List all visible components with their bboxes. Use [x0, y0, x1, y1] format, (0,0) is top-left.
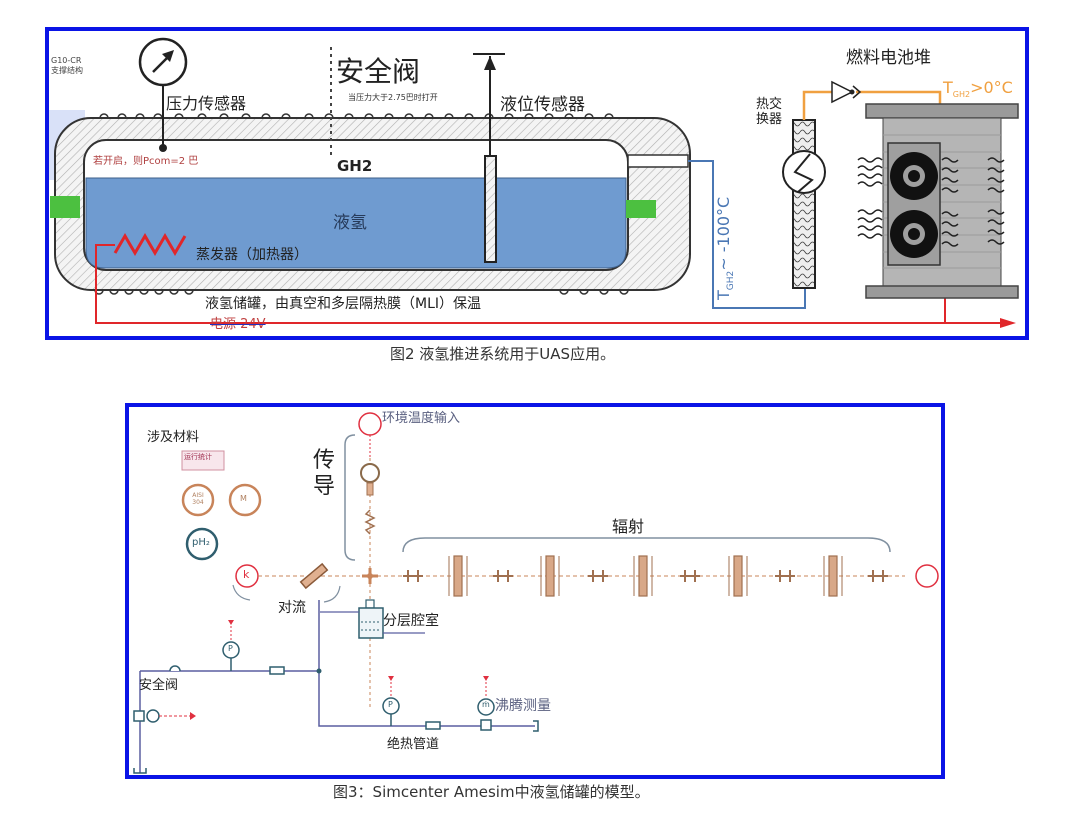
pipe-element-1 [269, 666, 285, 675]
power-label: 电源 24V [210, 317, 266, 332]
radiation-chain [403, 555, 888, 597]
support-label: G10-CR 支撑结构 [51, 56, 83, 76]
pressure-sensor-1-label: P [228, 644, 233, 653]
pipe-element-2 [425, 721, 441, 730]
gas-label: GH2 [337, 157, 373, 175]
heat-flow-arrows [857, 157, 1005, 247]
boiling-label: 沸腾测量 [495, 698, 551, 714]
warm-temp-value: >0°C [970, 78, 1013, 97]
conduction-label: 传 导 [313, 448, 335, 500]
level-sensor-label: 液位传感器 [500, 95, 585, 115]
cold-temp-sub: GH2 [726, 270, 737, 291]
stratified-chamber-label: 分层腔室 [383, 613, 439, 629]
cooling-fan-icon-2 [890, 210, 938, 258]
warm-gh2-line [802, 90, 942, 120]
check-valve-icon [831, 80, 854, 104]
safety-valve-note: 当压力大于2.75巴时打开 [348, 93, 438, 102]
aisi-line2: 304 [192, 499, 204, 506]
radiation-plate-5 [828, 555, 838, 597]
heat-exchanger-label-2: 换器 [756, 112, 783, 127]
cold-temp-value: ~ -100°C [714, 196, 733, 271]
radiation-label: 辐射 [612, 517, 645, 536]
evaporator-heater-icon [113, 233, 187, 256]
figure-3-caption: 图3：Simcenter Amesim中液氢储罐的模型。 [333, 783, 650, 801]
convection-bracket [232, 584, 341, 603]
k-source-label: k [243, 568, 250, 581]
convection-label: 对流 [278, 600, 306, 616]
mass-flow-sensor-icon [477, 698, 495, 716]
power-line [95, 244, 1010, 324]
material-ph2-label: pH₂ [192, 537, 210, 548]
cold-temp-label: TGH2~ -100°C [714, 197, 736, 300]
figure-2-caption: 图2 液氢推进系统用于UAS应用。 [390, 345, 616, 363]
mass-flow-sensor-label: ṁ [482, 700, 490, 709]
figure-2-drawing [45, 27, 1029, 340]
run-statistics-label: 运行统计 [184, 453, 212, 461]
radiation-plate-2 [545, 555, 555, 597]
figure-3-drawing [125, 403, 945, 779]
heat-exchanger [792, 119, 816, 289]
figure-3: 涉及材料 运行统计 AISI 304 M pH₂ k 环境温度输入 传 导 辐射… [0, 390, 1080, 816]
radiation-plate-4 [733, 555, 743, 597]
conduction-bracket [344, 434, 356, 561]
figure-3-frame [125, 403, 945, 779]
support-flange-left [50, 196, 80, 218]
evaporator-label: 蒸发器（加热器） [196, 247, 308, 263]
thermal-sensor-icon [360, 463, 380, 483]
level-sensor-probe [484, 155, 497, 263]
liquid-label: 液氢 [333, 213, 367, 233]
stratified-chamber-icon [358, 607, 384, 639]
conduction-label-1: 传 [313, 448, 336, 473]
outlet-pipe [627, 154, 689, 168]
fuel-cell-label: 燃料电池堆 [846, 48, 931, 68]
aisi-line1: AISI [192, 492, 204, 499]
heat-exchanger-label: 热交 换器 [756, 97, 782, 127]
warm-temp-label: TGH2>0°C [943, 78, 1013, 99]
heat-exchanger-label-1: 热交 [756, 97, 783, 112]
warm-temp-t: T [943, 78, 953, 97]
cooling-fan-icon-1 [890, 152, 938, 200]
material-aisi304-icon [181, 483, 215, 517]
mli-bumps-top [99, 113, 614, 119]
run-statistics-icon [181, 450, 225, 471]
conduction-resistor-icon [364, 509, 376, 535]
pressure-sensor-label: 压力传感器 [166, 94, 247, 113]
material-m-icon [228, 483, 262, 517]
pressure-sensor-2-label: P [388, 700, 393, 709]
safety-valve-label-fig3: 安全阀 [139, 678, 179, 693]
tank-label: 液氢储罐，由真空和多层隔热膜（MLI）保温 [205, 296, 482, 312]
pcom-note: 若开启，则Pcom=2 巴 [93, 156, 199, 167]
radiation-bracket [402, 537, 891, 553]
warm-temp-sub: GH2 [952, 90, 971, 100]
ambient-temp-source-icon [358, 412, 382, 436]
material-ph2-icon [185, 527, 219, 561]
flow-source-icon [146, 709, 160, 723]
ambient-input-label: 环境温度输入 [382, 411, 461, 426]
cold-temp-t: T [714, 290, 733, 300]
safety-valve-label: 安全阀 [336, 55, 421, 88]
support-label-line1: G10-CR [51, 56, 82, 65]
convection-element-icon [299, 562, 329, 590]
support-label-line2: 支撑结构 [51, 66, 83, 75]
material-aisi304-label: AISI 304 [189, 492, 207, 506]
safety-valve-icon [169, 665, 181, 672]
material-m-label: M [240, 494, 247, 503]
pipe-end-cap [533, 720, 539, 732]
valve-box-icon [133, 710, 145, 722]
support-flange-right [626, 200, 656, 218]
insulated-pipe-label: 绝热管道 [387, 737, 440, 752]
conduction-label-2: 导 [313, 474, 336, 499]
materials-label: 涉及材料 [147, 430, 200, 445]
cold-gh2-line [688, 160, 806, 309]
radiation-plate-3 [638, 555, 648, 597]
mli-bumps-bottom [94, 289, 629, 295]
ambient-sink-icon [915, 564, 939, 588]
figure-2: G10-CR 支撑结构 压力传感器 安全阀 当压力大于2.75巴时打开 液位传感… [0, 0, 1080, 370]
radiation-plate-1 [453, 555, 463, 597]
